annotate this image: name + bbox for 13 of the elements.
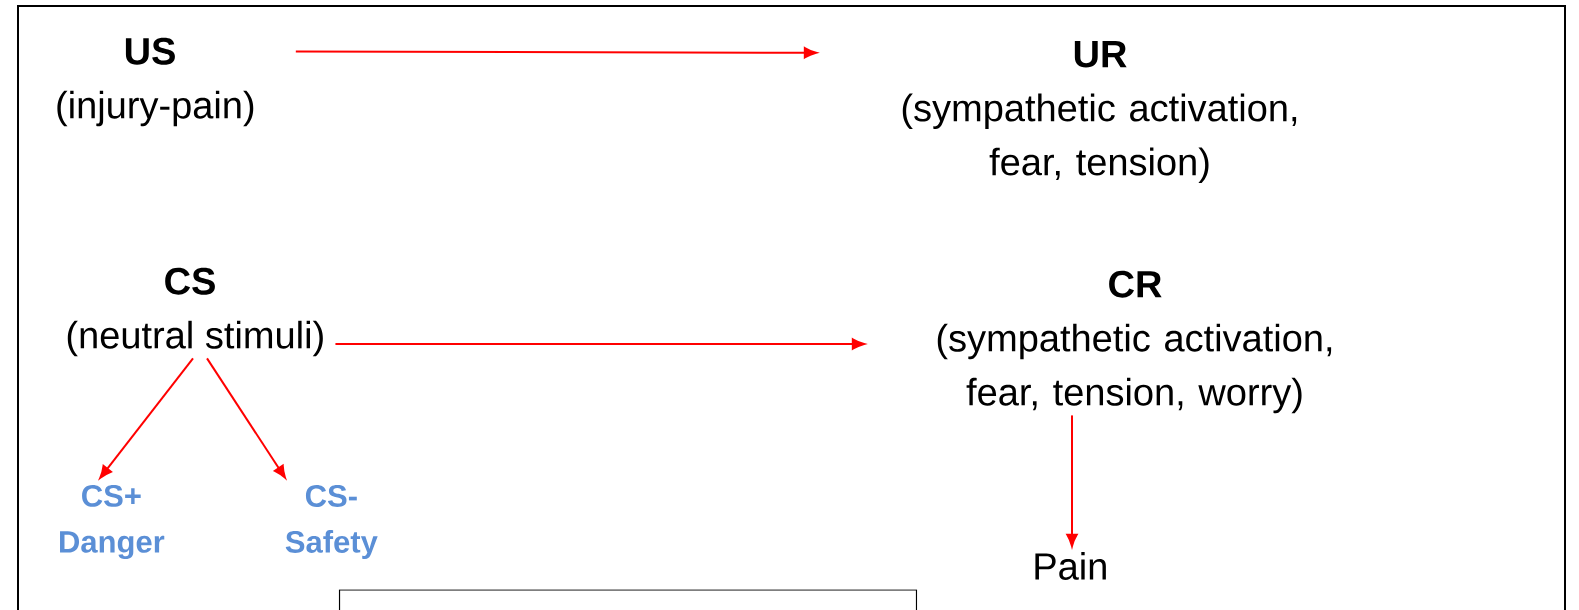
- term-text: US (injury-pain): [57, 37, 254, 127]
- arrow: [334, 338, 865, 350]
- label-text: CS- Safety: [285, 484, 378, 559]
- term-text: UR (sympathetic activation, fear, tension): [902, 41, 1297, 183]
- label-text: CS+ Danger: [60, 484, 165, 560]
- arrow: [1066, 414, 1078, 547]
- arrow: [99, 357, 194, 479]
- term-text: Pain: [1035, 552, 1106, 580]
- arrow: [294, 47, 817, 59]
- arrow: [206, 357, 286, 479]
- term-text: CS (neutral stimuli): [67, 267, 323, 357]
- empty-box: [338, 589, 918, 610]
- term-text: CR (sympathetic activation, fear, tension, worry): [937, 270, 1332, 414]
